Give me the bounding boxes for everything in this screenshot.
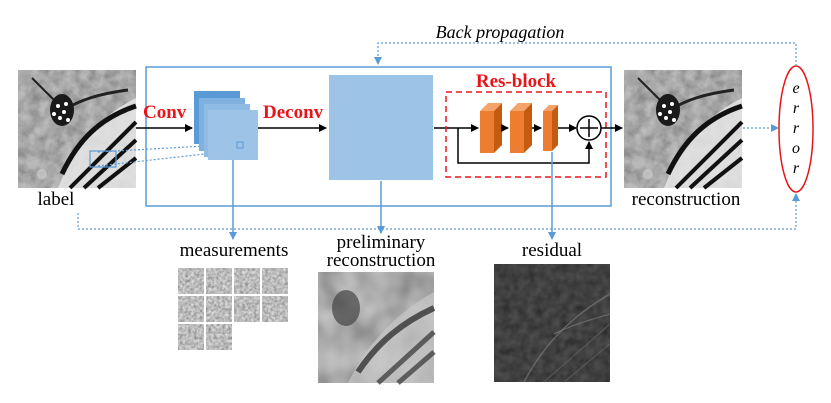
preliminary-block: [329, 75, 433, 180]
error-letter-5: r: [793, 160, 800, 177]
reconstruction-image: [624, 70, 742, 188]
reconstruction-caption: reconstruction: [632, 189, 741, 210]
res-conv-layer-3: [543, 105, 558, 151]
error-letter-2: r: [793, 100, 800, 117]
back-propagation-label: Back propagation: [436, 22, 565, 42]
conv-feature-maps: [194, 91, 258, 160]
circled-plus-icon: [576, 115, 602, 141]
deconv-label: Deconv: [263, 102, 324, 123]
res-conv-layer-2: [510, 103, 532, 153]
preliminary-caption-line1: preliminary: [337, 232, 426, 253]
measurements-grid: [178, 268, 288, 350]
residual-caption: residual: [522, 240, 582, 261]
error-letter-1: e: [792, 80, 799, 97]
error-letter-4: o: [792, 140, 800, 157]
measurements-caption: measurements: [180, 240, 289, 261]
conv-label: Conv: [143, 102, 187, 123]
preliminary-caption-line2: reconstruction: [327, 250, 436, 271]
residual-image: [494, 264, 611, 383]
res-block-frame: [445, 91, 607, 178]
error-letter-3: r: [793, 120, 800, 137]
res-block-label: Res-block: [476, 71, 557, 92]
label-caption: label: [38, 189, 75, 210]
res-conv-layer-1: [480, 103, 502, 153]
label-image: [18, 70, 136, 188]
network-frame: [145, 66, 612, 207]
preliminary-image: [318, 272, 436, 385]
